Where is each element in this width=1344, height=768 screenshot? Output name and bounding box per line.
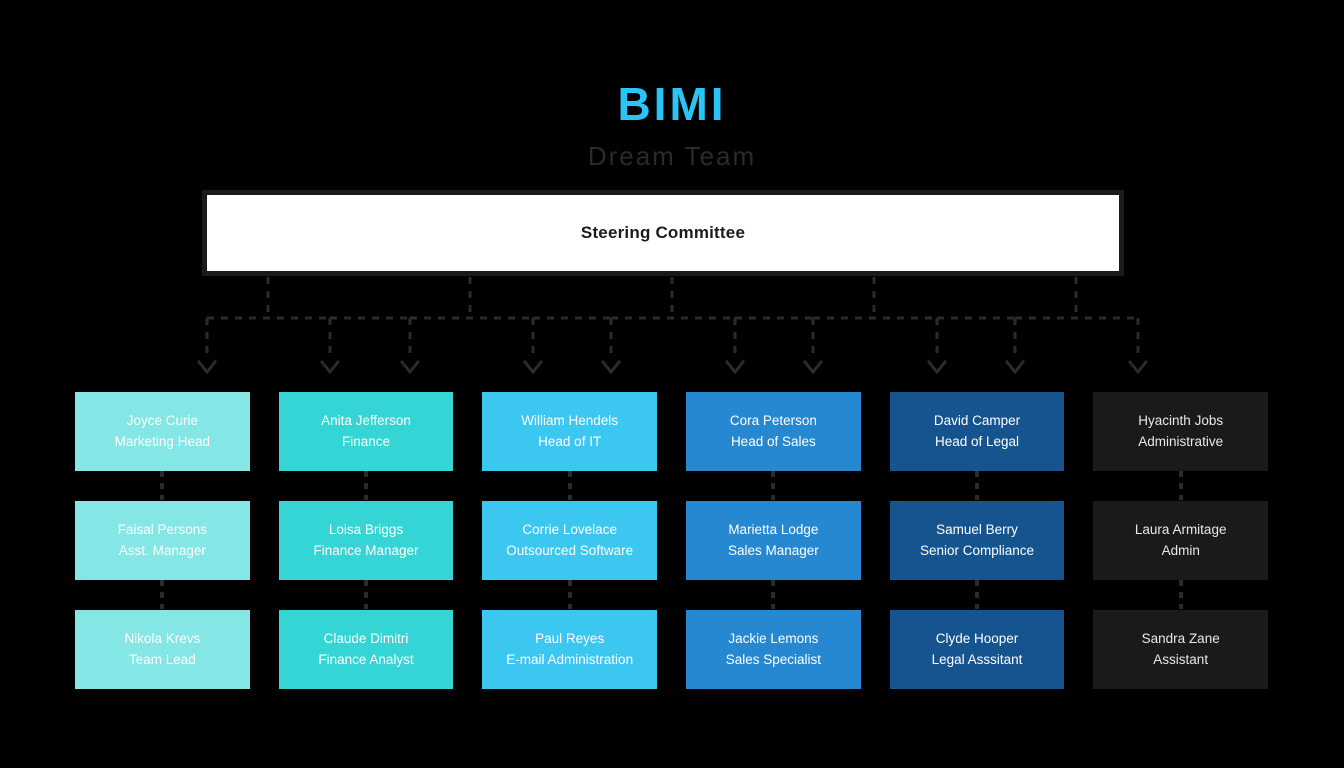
person-name: Jackie Lemons (728, 630, 819, 646)
person-role: Sales Manager (727, 542, 819, 558)
arrowhead-4 (522, 359, 544, 375)
person-name: Cora Peterson (729, 412, 817, 428)
person-card[interactable]: Anita Jefferson Finance (278, 392, 454, 471)
person-role: Administrative (1138, 433, 1224, 449)
brand-subtitle: Dream Team (587, 141, 757, 172)
person-role: Outsourced Software (506, 542, 634, 558)
person-role: Finance (341, 433, 391, 449)
person-card[interactable]: Loisa Briggs Finance Manager (278, 501, 454, 580)
card-row-managers: Faisal Persons Asst. Manager Loisa Brigg… (75, 501, 1269, 580)
person-card[interactable]: Faisal Persons Asst. Manager (75, 501, 250, 580)
person-name: Sandra Zane (1141, 630, 1220, 646)
person-card[interactable]: Cora Peterson Head of Sales (686, 392, 861, 471)
person-role: Assistant (1153, 651, 1209, 667)
person-role: Legal Asssitant (931, 651, 1023, 667)
person-name: William Hendels (521, 412, 619, 428)
person-card[interactable]: Clyde Hooper Legal Asssitant (889, 610, 1065, 689)
person-card[interactable]: Nikola Krevs Team Lead (75, 610, 250, 689)
person-card[interactable]: David Camper Head of Legal (889, 392, 1065, 471)
person-name: Loisa Briggs (328, 521, 404, 537)
person-name: Laura Armitage (1134, 521, 1227, 537)
person-name: Joyce Curie (126, 412, 198, 428)
person-card[interactable]: William Hendels Head of IT (482, 392, 658, 471)
person-card[interactable]: Hyacinth Jobs Administrative (1093, 392, 1269, 471)
person-name: Samuel Berry (936, 521, 1018, 537)
person-card[interactable]: Marietta Lodge Sales Manager (686, 501, 861, 580)
person-card[interactable]: Joyce Curie Marketing Head (75, 392, 250, 471)
person-role: Finance Analyst (318, 651, 414, 667)
arrowhead-2 (319, 359, 341, 375)
person-card[interactable]: Sandra Zane Assistant (1093, 610, 1269, 689)
arrowhead-5 (600, 359, 622, 375)
person-role: Senior Compliance (919, 542, 1035, 558)
person-name: Marietta Lodge (728, 521, 819, 537)
steering-committee-label: Steering Committee (580, 223, 746, 242)
arrowhead-3 (399, 359, 421, 375)
card-row-heads: Joyce Curie Marketing Head Anita Jeffers… (75, 392, 1269, 471)
person-card[interactable]: Samuel Berry Senior Compliance (889, 501, 1065, 580)
person-name: Claude Dimitri (323, 630, 409, 646)
arrowhead-6 (724, 359, 746, 375)
person-card[interactable]: Paul Reyes E-mail Administration (482, 610, 658, 689)
person-role: Finance Manager (313, 542, 419, 558)
arrowhead-10 (1127, 359, 1149, 375)
person-name: Clyde Hooper (935, 630, 1019, 646)
arrowhead-8 (926, 359, 948, 375)
arrowhead-1 (196, 359, 218, 375)
card-row-staff: Nikola Krevs Team Lead Claude Dimitri Fi… (75, 610, 1269, 689)
person-role: Marketing Head (114, 433, 210, 449)
arrowhead-9 (1004, 359, 1026, 375)
brand-title: BIMI (617, 78, 727, 130)
person-name: Faisal Persons (117, 521, 207, 537)
steering-committee-box[interactable]: Steering Committee (202, 190, 1124, 276)
person-role: E-mail Administration (506, 651, 634, 667)
person-name: David Camper (933, 412, 1021, 428)
person-role: Sales Specialist (725, 651, 821, 667)
person-role: Head of IT (538, 433, 602, 449)
person-role: Head of Sales (730, 433, 816, 449)
person-card[interactable]: Corrie Lovelace Outsourced Software (482, 501, 658, 580)
person-role: Asst. Manager (118, 542, 206, 558)
person-card[interactable]: Laura Armitage Admin (1093, 501, 1269, 580)
person-role: Admin (1161, 542, 1200, 558)
person-card[interactable]: Claude Dimitri Finance Analyst (278, 610, 454, 689)
person-name: Hyacinth Jobs (1138, 412, 1224, 428)
arrowhead-7 (802, 359, 824, 375)
person-name: Paul Reyes (535, 630, 605, 646)
person-name: Corrie Lovelace (522, 521, 617, 537)
person-card[interactable]: Jackie Lemons Sales Specialist (686, 610, 861, 689)
chart-header: BIMI Dream Team (0, 80, 1344, 171)
person-name: Anita Jefferson (321, 412, 411, 428)
person-role: Head of Legal (934, 433, 1020, 449)
org-card-grid: Joyce Curie Marketing Head Anita Jeffers… (75, 392, 1269, 689)
person-name: Nikola Krevs (124, 630, 201, 646)
person-role: Team Lead (128, 651, 196, 667)
